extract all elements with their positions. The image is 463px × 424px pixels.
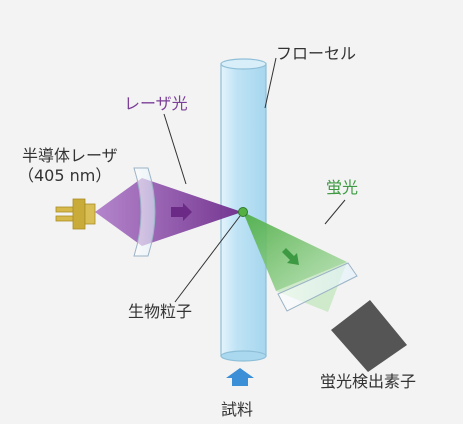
laser-direction-arrow	[171, 203, 192, 221]
sample-label: 試料	[221, 400, 254, 419]
fluorescence-beam	[243, 212, 358, 312]
fluorescence-label: 蛍光	[326, 178, 359, 197]
laser-source	[55, 198, 96, 230]
detector-box	[331, 300, 407, 372]
flow-cell-label: フローセル	[276, 44, 357, 63]
laser-source-label: 半導体レーザ	[22, 146, 118, 165]
particle-dot	[238, 207, 248, 217]
particle-label: 生物粒子	[128, 302, 193, 321]
fluorescence-direction-arrow	[282, 248, 299, 265]
sample-arrow	[226, 368, 254, 386]
laser-lens	[133, 167, 156, 257]
fluorescence-lens	[277, 262, 358, 312]
laser-beam	[95, 167, 242, 257]
flow-cell-top-opening	[220, 58, 267, 70]
laser-light-label: レーザ光	[124, 94, 188, 113]
particle-leader-line	[174, 215, 241, 303]
laser-wavelength-label: （405 nm）	[18, 166, 112, 185]
fluorescence-leader-line	[324, 199, 346, 225]
flow-cell-bottom-opening	[220, 350, 267, 362]
flow-cell-leader-line	[264, 57, 277, 109]
laser-leader-line	[163, 113, 187, 185]
detector-label: 蛍光検出素子	[320, 372, 417, 391]
